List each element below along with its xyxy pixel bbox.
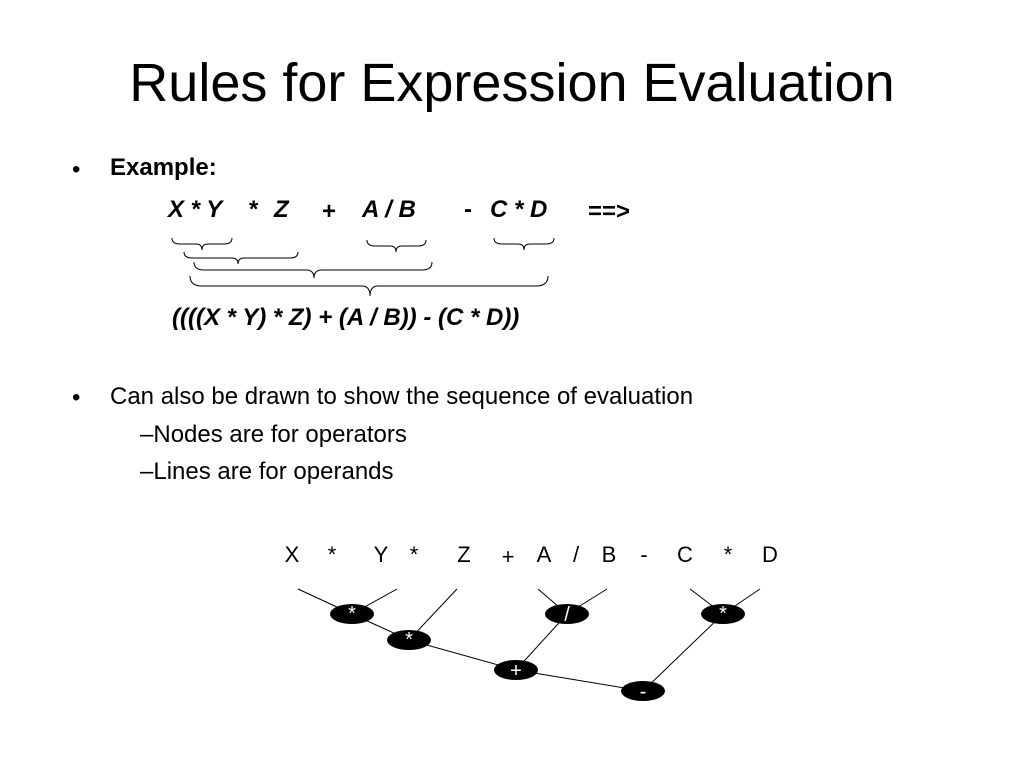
header-token: *	[724, 542, 733, 567]
edge-n4-n3	[515, 613, 568, 671]
operator-node: *	[387, 629, 431, 651]
bullet-text: Can also be drawn to show the sequence o…	[110, 383, 694, 410]
expr-token: A / B	[362, 196, 416, 223]
parenthesized-result: ((((X * Y) * Z) + (A / B)) - (C * D))	[172, 304, 520, 331]
operator-node: +	[494, 660, 538, 682]
subbullet-item: –Nodes are for operators	[140, 421, 407, 449]
expr-token: X * Y	[168, 196, 223, 223]
expr-token: C * D	[490, 196, 548, 223]
brace-cd	[493, 237, 555, 251]
subbullet-text: Nodes are for operators	[153, 421, 407, 448]
header-token: Z	[457, 542, 470, 567]
operator-node: -	[621, 681, 665, 703]
brace-xy	[171, 237, 233, 251]
example-label: Example:	[110, 154, 217, 181]
header-token: /	[573, 542, 580, 567]
operator-node: *	[330, 603, 374, 625]
expr-token: +	[322, 198, 337, 225]
brace-sum	[193, 261, 433, 279]
bullet-marker: •	[72, 156, 81, 183]
node-label: /	[564, 604, 570, 626]
node-label: -	[640, 681, 647, 703]
header-token: +	[502, 544, 515, 569]
operator-node: *	[701, 603, 745, 625]
brace-ab	[366, 239, 427, 253]
header-token: *	[410, 542, 419, 567]
header-token: A	[537, 542, 552, 567]
node-label: *	[405, 629, 413, 651]
expr-token: *	[248, 196, 258, 223]
header-token: C	[677, 542, 693, 567]
header-token: *	[328, 542, 337, 567]
edge-n5-n6	[642, 613, 724, 692]
expr-token: -	[464, 196, 472, 223]
dash-marker: –	[140, 458, 154, 485]
header-token: Y	[374, 542, 389, 567]
bullet-marker: •	[72, 384, 81, 411]
expr-token: ==>	[588, 198, 631, 225]
slide-title: Rules for Expression Evaluation	[129, 53, 895, 113]
edge-n3-n6	[515, 669, 644, 692]
expr-token: Z	[274, 196, 289, 223]
node-label: *	[719, 603, 727, 625]
node-label: +	[510, 660, 522, 682]
dash-marker: –	[140, 421, 154, 448]
header-token: X	[285, 542, 300, 567]
node-label: *	[348, 603, 356, 625]
header-token: D	[762, 542, 778, 567]
tree-nodes: * * + / * -	[330, 603, 745, 703]
tree-header: X * Y * Z + A / B - C * D	[285, 542, 778, 569]
operator-node: /	[545, 604, 589, 626]
header-token: B	[602, 542, 617, 567]
brace-xyz	[183, 251, 299, 265]
subbullet-text: Lines are for operands	[153, 458, 394, 485]
header-token: -	[640, 542, 647, 567]
subbullet-item: –Lines are for operands	[140, 458, 394, 486]
brace-all	[189, 275, 549, 297]
